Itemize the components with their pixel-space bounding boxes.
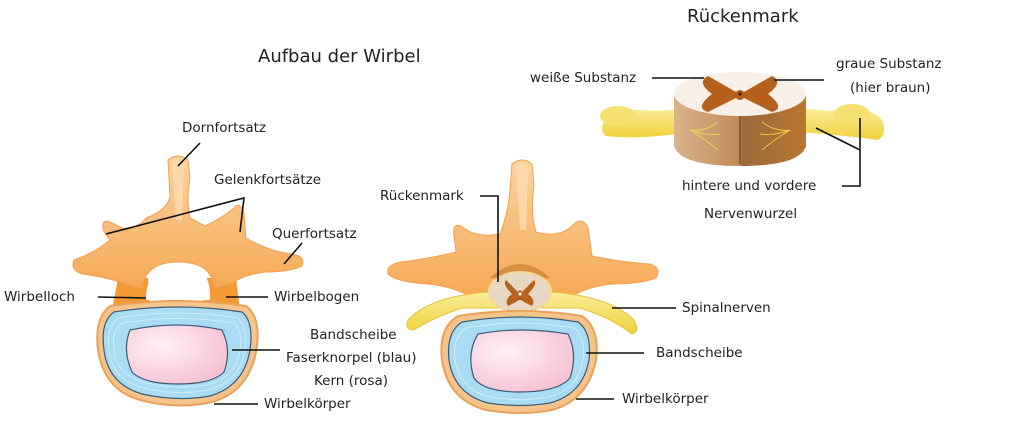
label-vertebral-body: Wirbelkörper — [264, 396, 351, 412]
vertebral-foramen — [146, 264, 211, 300]
label-spinous-process: Dornfortsatz — [182, 120, 267, 136]
label-disc: Bandscheibe — [310, 327, 397, 343]
spinal-cord-title: Rückenmark — [687, 6, 799, 27]
nucleus-pulposus — [125, 324, 229, 385]
label-vertebral-arch: Wirbelbogen — [274, 289, 360, 305]
leader-lines — [97, 77, 861, 405]
spinous-process — [172, 161, 184, 220]
vertebra-title: Aufbau der Wirbel — [258, 46, 421, 67]
label-articular-processes: Gelenkfortsätze — [214, 172, 322, 188]
label-nerve-roots-2: Nervenwurzel — [704, 206, 798, 222]
spinal-cord-3d — [600, 72, 885, 166]
nucleus-pulposus — [470, 329, 575, 393]
middle-vertebra — [387, 159, 659, 414]
label-disc: Bandscheibe — [656, 345, 743, 361]
label-white-matter: weiße Substanz — [530, 70, 637, 86]
label-grey-matter-2: (hier braun) — [850, 80, 931, 96]
label-grey-matter-1: graue Substanz — [836, 56, 942, 72]
spinous-process — [516, 164, 528, 230]
label-annulus: Faserknorpel (blau) — [286, 350, 417, 366]
left-vertebra — [72, 155, 304, 407]
vertebral-arch-bone — [72, 155, 304, 289]
label-spinal-nerves: Spinalnerven — [682, 300, 771, 316]
label-vertebral-foramen: Wirbelloch — [4, 289, 75, 305]
label-vertebral-body: Wirbelkörper — [622, 391, 709, 407]
label-transverse-process: Querfortsatz — [272, 226, 357, 242]
label-nerve-roots-1: hintere und vordere — [682, 178, 817, 194]
label-nucleus: Kern (rosa) — [314, 373, 388, 389]
label-spinal-cord: Rückenmark — [380, 188, 464, 204]
